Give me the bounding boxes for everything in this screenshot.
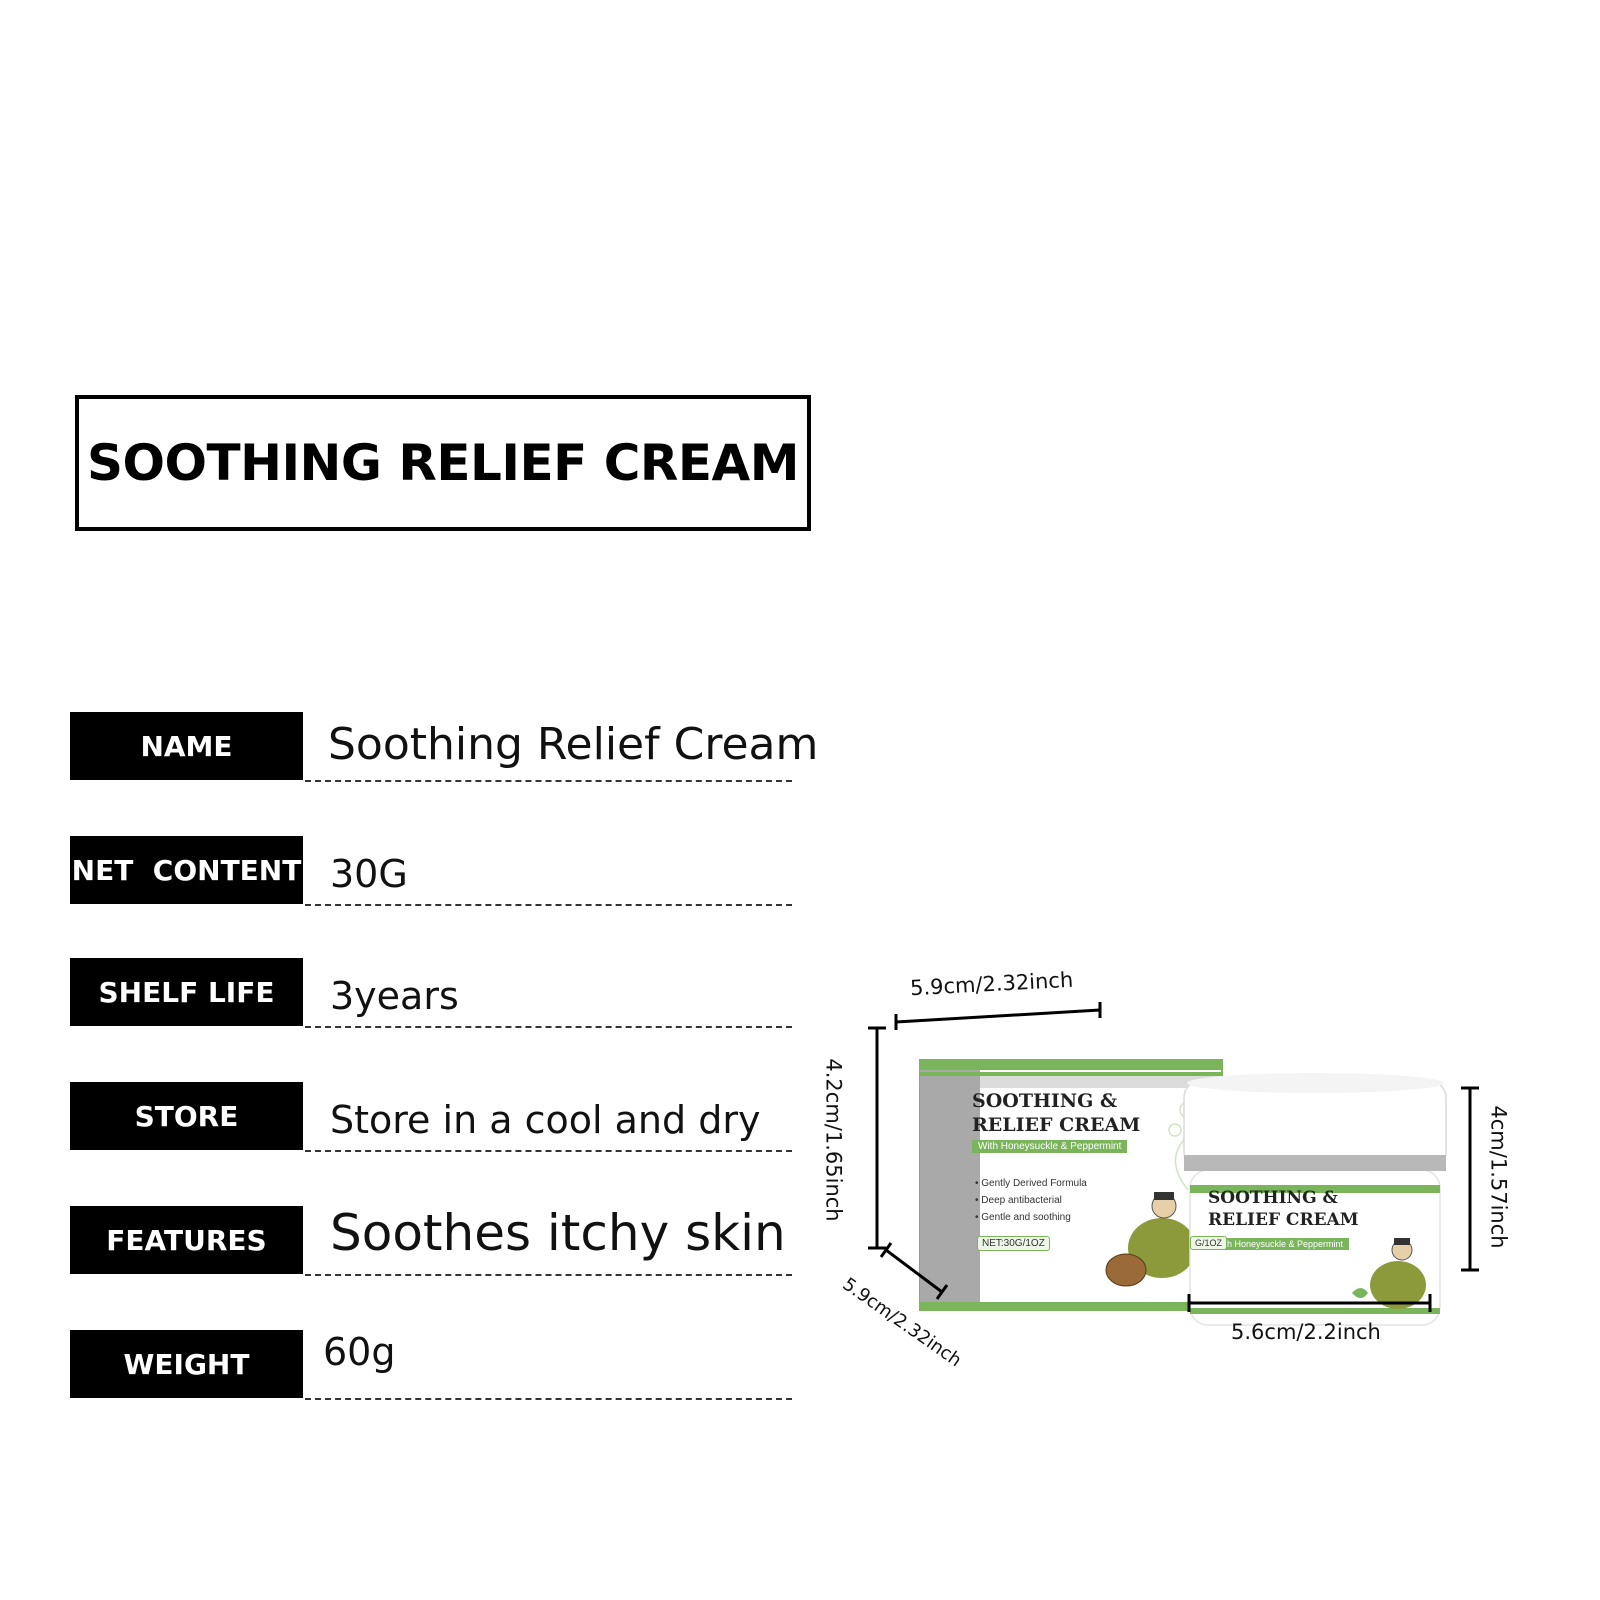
jar-height-label: 4cm/1.57inch	[1486, 1105, 1511, 1249]
box-net-weight: NET:30G/1OZ	[977, 1236, 1050, 1251]
leaf-icon	[1352, 1288, 1368, 1298]
jar-title-line1: SOOTHING &	[1208, 1188, 1338, 1208]
box-title-line2: RELIEF CREAM	[972, 1114, 1141, 1136]
jar-net-weight: G/1OZ	[1190, 1236, 1228, 1250]
product-dimension-illustration: SOOTHING & RELIEF CREAM With Honeysuckle…	[822, 968, 1570, 1400]
spec-label: SHELF LIFE	[70, 958, 303, 1026]
spec-row-name: NAME Soothing Relief Cream	[70, 712, 818, 782]
spec-value: 3years	[330, 974, 459, 1018]
spec-label: FEATURES	[70, 1206, 303, 1274]
box-bullet: • Gently Derived Formula	[975, 1178, 1087, 1189]
dashed-divider	[305, 1150, 792, 1152]
box-bullet: • Gentle and soothing	[975, 1212, 1071, 1223]
jar-subtitle: With Honeysuckle & Peppermint	[1208, 1238, 1350, 1250]
spec-value: 60g	[323, 1330, 396, 1374]
product-box	[919, 1059, 1223, 1311]
spec-label: NET CONTENT	[70, 836, 303, 904]
dimension-lines	[868, 1002, 1479, 1312]
spec-label: STORE	[70, 1082, 303, 1150]
box-subtitle: With Honeysuckle & Peppermint	[972, 1140, 1128, 1153]
spec-row-store: STORE Store in a cool and dry	[70, 1082, 792, 1152]
spec-value: Soothes itchy skin	[330, 1204, 786, 1262]
jar-title-line2: RELIEF CREAM	[1208, 1210, 1359, 1230]
dashed-divider	[305, 1398, 792, 1400]
box-title-line1: SOOTHING &	[972, 1090, 1118, 1112]
herbalist-figure-illustration	[1105, 1192, 1196, 1287]
dashed-divider	[305, 1026, 792, 1028]
dashed-divider	[305, 1274, 792, 1276]
spec-label: NAME	[70, 712, 303, 780]
spec-value: Store in a cool and dry	[330, 1098, 761, 1142]
spec-row-shelf-life: SHELF LIFE 3years	[70, 958, 792, 1028]
box-height-label: 4.2cm/1.65inch	[821, 1058, 846, 1222]
herbalist-figure-illustration	[1370, 1238, 1426, 1309]
spec-value: Soothing Relief Cream	[328, 719, 819, 770]
spec-row-features: FEATURES Soothes itchy skin	[70, 1204, 792, 1276]
product-title-box: SOOTHING RELIEF CREAM	[75, 395, 811, 531]
spec-label: WEIGHT	[70, 1330, 303, 1398]
spec-row-weight: WEIGHT 60g	[70, 1330, 792, 1400]
jar-width-label: 5.6cm/2.2inch	[1231, 1320, 1381, 1344]
spec-row-net-content: NET CONTENT 30G	[70, 836, 792, 906]
dashed-divider	[305, 780, 792, 782]
product-title: SOOTHING RELIEF CREAM	[86, 434, 800, 492]
box-bullet: • Deep antibacterial	[975, 1195, 1062, 1206]
dashed-divider	[305, 904, 792, 906]
spec-value: 30G	[330, 852, 408, 896]
